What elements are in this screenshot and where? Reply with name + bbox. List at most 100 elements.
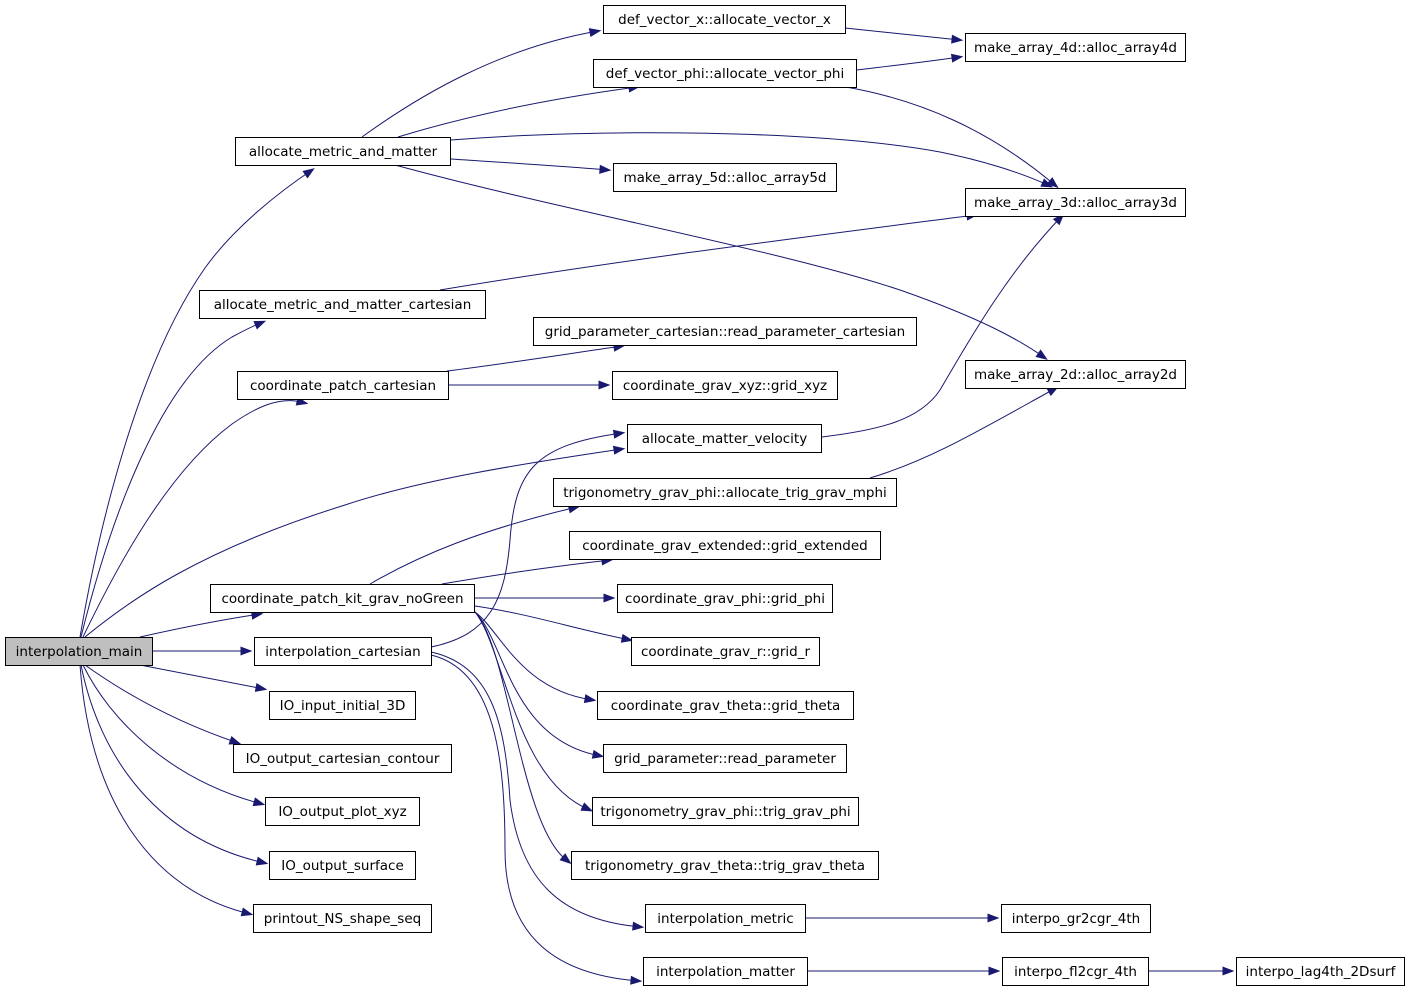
arrowhead	[1035, 349, 1048, 360]
edge-interpolation_main-to-IO_output_surface	[80, 664, 269, 866]
edge-line	[439, 214, 976, 291]
node-box	[612, 371, 838, 400]
node-grid_extended[interactable]: coordinate_grav_extended::grid_extended	[569, 531, 881, 560]
node-label: make_array_2d::alloc_array2d	[974, 367, 1177, 383]
node-grid_phi[interactable]: coordinate_grav_phi::grid_phi	[617, 584, 833, 613]
node-interpolation_metric[interactable]: interpolation_metric	[645, 904, 806, 933]
edge-coordinate_patch_kit_grav_noGreen-to-trig_grav_mphi	[369, 504, 581, 585]
node-make_array_5d[interactable]: make_array_5d::alloc_array5d	[613, 163, 837, 192]
node-trig_grav_phi[interactable]: trigonometry_grav_phi::trig_grav_phi	[592, 797, 859, 826]
edge-interpo_fl2cgr_4th-to-interpo_lag4th_2Dsurf	[1149, 966, 1235, 976]
node-label: interpolation_matter	[656, 964, 795, 980]
edge-interpolation_cartesian-to-interpolation_matter	[430, 654, 643, 985]
node-label: coordinate_grav_extended::grid_extended	[582, 538, 867, 554]
node-interpolation_main[interactable]: interpolation_main	[5, 637, 153, 666]
arrowhead	[591, 749, 605, 759]
node-make_array_3d[interactable]: make_array_3d::alloc_array3d	[965, 188, 1186, 217]
edge-def_vector_phi-to-make_array_4d	[856, 53, 964, 71]
node-box	[569, 531, 881, 560]
node-box	[1001, 904, 1151, 933]
node-layer: interpolation_main allocate_metric_and_ma…	[5, 5, 1405, 986]
edge-line	[474, 611, 591, 811]
node-label: coordinate_patch_cartesian	[250, 378, 436, 394]
edge-layer	[79, 27, 1235, 985]
node-interpo_gr2cgr_4th[interactable]: interpo_gr2cgr_4th	[1001, 904, 1151, 933]
arrowhead	[253, 320, 267, 330]
edge-coordinate_patch_kit_grav_noGreen-to-grid_r	[474, 605, 634, 643]
node-printout_NS_shape_seq[interactable]: printout_NS_shape_seq	[253, 904, 432, 933]
edge-line	[844, 27, 961, 41]
node-label: coordinate_grav_xyz::grid_xyz	[623, 378, 827, 394]
node-make_array_4d[interactable]: make_array_4d::alloc_array4d	[965, 33, 1186, 62]
edge-line	[856, 56, 961, 71]
node-box	[617, 584, 833, 613]
edge-interpolation_main-to-allocate_matter_velocity	[84, 445, 626, 638]
arrowhead	[599, 164, 612, 174]
edge-trig_grav_mphi-to-make_array_2d	[869, 386, 1059, 479]
edge-line	[430, 432, 623, 648]
node-grid_parameter_cartesian[interactable]: grid_parameter_cartesian::read_parameter…	[533, 317, 917, 346]
node-box	[645, 904, 806, 933]
node-allocate_metric_and_matter_cartesian[interactable]: allocate_metric_and_matter_cartesian	[199, 290, 486, 319]
node-IO_output_cartesian_contour[interactable]: IO_output_cartesian_contour	[233, 744, 452, 773]
edge-coordinate_patch_cartesian-to-grid_parameter_cartesian	[446, 342, 626, 372]
edge-coordinate_patch_kit_grav_noGreen-to-grid_extended	[441, 556, 614, 585]
node-label: make_array_5d::alloc_array5d	[624, 170, 827, 186]
arrowhead	[987, 913, 1000, 923]
arrowhead	[630, 975, 643, 985]
node-interpolation_cartesian[interactable]: interpolation_cartesian	[254, 637, 432, 666]
arrowhead	[588, 28, 602, 37]
node-label: interpo_gr2cgr_4th	[1012, 911, 1140, 927]
arrowhead	[598, 380, 611, 390]
node-coordinate_patch_kit_grav_noGreen[interactable]: coordinate_patch_kit_grav_noGreen	[210, 584, 475, 613]
edge-line	[84, 448, 623, 638]
node-def_vector_phi[interactable]: def_vector_phi::allocate_vector_phi	[593, 59, 857, 88]
node-coordinate_grav_xyz[interactable]: coordinate_grav_xyz::grid_xyz	[612, 371, 838, 400]
node-box	[553, 478, 897, 507]
node-trig_grav_mphi[interactable]: trigonometry_grav_phi::allocate_trig_gra…	[553, 478, 897, 507]
node-interpo_lag4th_2Dsurf[interactable]: interpo_lag4th_2Dsurf	[1236, 957, 1405, 986]
node-box	[965, 188, 1186, 217]
arrowhead	[240, 907, 254, 917]
node-box	[627, 424, 822, 453]
node-make_array_2d[interactable]: make_array_2d::alloc_array2d	[965, 360, 1186, 389]
arrowhead	[254, 682, 268, 692]
node-label: coordinate_grav_theta::grid_theta	[611, 698, 841, 714]
node-interpo_fl2cgr_4th[interactable]: interpo_fl2cgr_4th	[1002, 957, 1149, 986]
node-box	[233, 744, 452, 773]
node-def_vector_x[interactable]: def_vector_x::allocate_vector_x	[603, 5, 846, 34]
arrowhead	[620, 633, 634, 643]
arrowhead	[632, 921, 645, 931]
node-box	[631, 637, 820, 666]
edge-allocate_metric_and_matter-to-make_array_5d	[450, 158, 612, 174]
node-interpolation_matter[interactable]: interpolation_matter	[643, 957, 808, 986]
node-box	[965, 33, 1186, 62]
node-label: def_vector_x::allocate_vector_x	[618, 12, 831, 28]
node-label: IO_output_surface	[281, 858, 404, 874]
edge-line	[441, 559, 611, 585]
edge-line	[397, 86, 638, 138]
node-box	[592, 797, 859, 826]
node-allocate_matter_velocity[interactable]: allocate_matter_velocity	[627, 424, 822, 453]
edge-line	[474, 605, 631, 641]
node-label: trigonometry_grav_theta::trig_grav_theta	[585, 858, 865, 874]
node-trig_grav_theta[interactable]: trigonometry_grav_theta::trig_grav_theta	[571, 851, 879, 880]
node-IO_output_surface[interactable]: IO_output_surface	[269, 851, 416, 880]
node-label: IO_output_plot_xyz	[278, 804, 406, 820]
edge-def_vector_phi-to-make_array_3d	[845, 86, 1059, 189]
node-read_parameter[interactable]: grid_parameter::read_parameter	[603, 744, 847, 773]
edge-interpolation_cartesian-to-interpolation_metric	[430, 651, 645, 931]
edge-coordinate_patch_cartesian-to-coordinate_grav_xyz	[449, 380, 611, 390]
node-IO_input_initial_3D[interactable]: IO_input_initial_3D	[269, 691, 416, 720]
node-box	[603, 5, 846, 34]
edge-interpolation_main-to-IO_input_initial_3D	[139, 664, 268, 692]
node-grid_r[interactable]: coordinate_grav_r::grid_r	[631, 637, 820, 666]
node-label: printout_NS_shape_seq	[264, 911, 421, 927]
node-coordinate_patch_cartesian[interactable]: coordinate_patch_cartesian	[237, 371, 449, 400]
node-IO_output_plot_xyz[interactable]: IO_output_plot_xyz	[265, 797, 420, 826]
edge-interpolation_matter-to-interpo_fl2cgr_4th	[808, 966, 1001, 976]
node-grid_theta[interactable]: coordinate_grav_theta::grid_theta	[597, 691, 854, 720]
edge-line	[430, 654, 640, 982]
edge-line	[450, 132, 1051, 187]
node-allocate_metric_and_matter[interactable]: allocate_metric_and_matter	[235, 137, 451, 166]
